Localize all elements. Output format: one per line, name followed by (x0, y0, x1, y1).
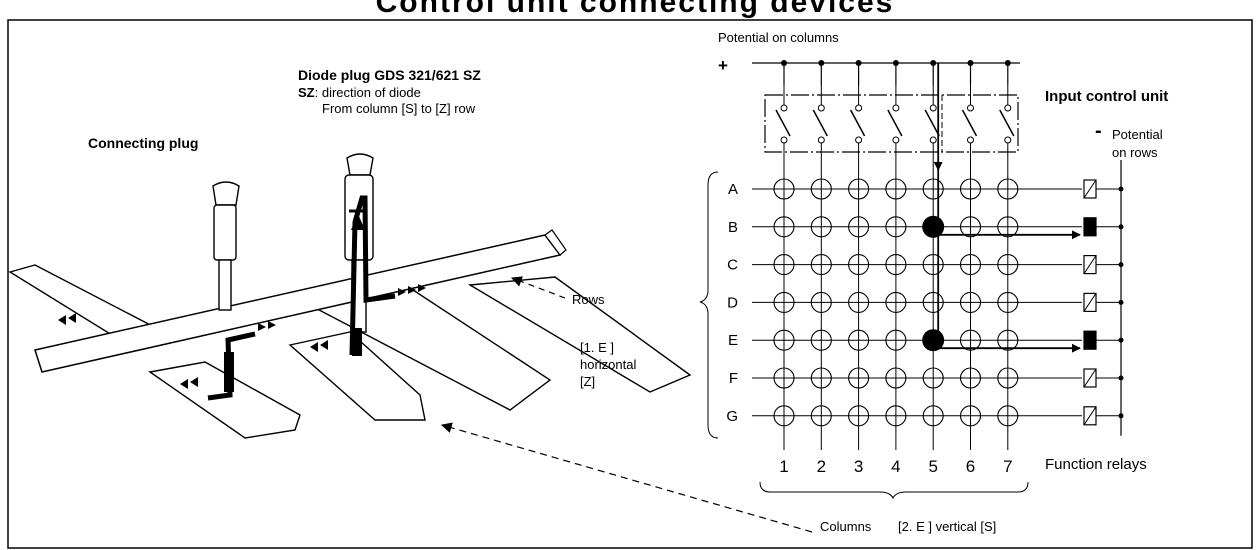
rows-pointer (510, 276, 566, 299)
column-number: 5 (928, 457, 937, 476)
column-switch (887, 109, 903, 137)
column-switch (812, 109, 828, 137)
bus-node (818, 60, 825, 66)
rows-symbol: [Z] (580, 374, 595, 389)
connecting-plug-label: Connecting plug (88, 135, 198, 151)
column-bracket (759, 481, 1029, 500)
switch-contact (892, 136, 900, 144)
column-switch (999, 109, 1015, 137)
row-letter: A (728, 181, 738, 198)
row-bracket (699, 171, 719, 439)
bus-node (1004, 60, 1011, 66)
columns-pointer (440, 422, 813, 533)
switch-contact (855, 136, 863, 144)
rows-e: [1. E ] (580, 340, 614, 355)
matrix-grid: 1 2 3 4 5 6 7 A B C D E F G (726, 60, 1124, 476)
row-letter: G (726, 408, 738, 425)
switch-contact (892, 104, 900, 112)
plus-sign: + (718, 56, 728, 75)
page-title: Control unit connecting devices (376, 0, 895, 19)
switch-contact (967, 104, 974, 112)
minus-sign: - (1095, 120, 1102, 142)
switch-contact (1004, 136, 1012, 144)
column-number: 2 (817, 457, 826, 476)
columns-label: Columns (820, 519, 872, 534)
switch-contact (967, 136, 974, 144)
switch-contact (1004, 104, 1012, 112)
column-number: 7 (1003, 457, 1012, 476)
column-switch (775, 109, 791, 137)
diode-plug-title: Diode plug GDS 321/621 SZ (298, 67, 481, 83)
diode-symbol (351, 214, 365, 230)
rail-illustration (8, 153, 813, 533)
outer-frame (7, 19, 1253, 549)
diode-sz-line: SZ: direction of diode (298, 85, 421, 100)
current-path-row (937, 335, 1081, 353)
columns-desc: [2. E ] vertical [S] (898, 519, 996, 534)
switch-contact (929, 104, 937, 112)
connecting-plug (212, 181, 240, 311)
column-rail-middle (288, 331, 426, 421)
row-letter: D (727, 294, 738, 311)
column-number: 3 (854, 457, 863, 476)
flow-arrows (58, 284, 426, 389)
row-letter: E (728, 332, 738, 349)
rows-orientation: horizontal (580, 357, 636, 372)
bus-node (781, 60, 787, 66)
column-number: 4 (891, 457, 900, 476)
column-switch (961, 109, 978, 137)
potential-rows-2: on rows (1112, 145, 1158, 160)
diode-direction: From column [S] to [Z] row (322, 101, 476, 116)
bus-node (855, 60, 862, 66)
current-path-row (937, 221, 1081, 240)
potential-rows-1: Potential (1112, 127, 1163, 142)
switch-contact (817, 136, 825, 144)
bus-node (930, 60, 937, 66)
bus-node (967, 60, 974, 66)
switch-contact (780, 136, 788, 144)
switch-contact (780, 104, 788, 112)
potential-columns-label: Potential on columns (718, 30, 839, 45)
column-number: 6 (966, 457, 975, 476)
row-letter: C (727, 257, 738, 274)
function-relays-label: Function relays (1045, 456, 1147, 473)
active-relay (1084, 331, 1096, 350)
switch-box (764, 94, 1019, 153)
column-number: 1 (779, 457, 788, 476)
switch-contact (855, 104, 863, 112)
row-letter: B (728, 219, 738, 236)
switch-contact (929, 136, 937, 144)
switch-contact (817, 104, 825, 112)
rows-label: Rows (572, 292, 605, 307)
active-relay (1084, 217, 1096, 236)
column-switch (849, 109, 866, 137)
bus-node (892, 60, 899, 66)
input-control-unit-label: Input control unit (1045, 88, 1168, 105)
row-letter: F (729, 370, 738, 387)
column-switch (924, 109, 940, 137)
